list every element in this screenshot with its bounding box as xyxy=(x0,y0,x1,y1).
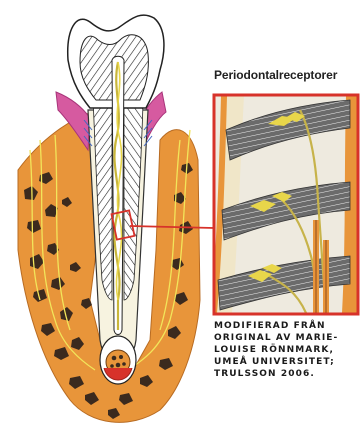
zoom-panel xyxy=(214,95,358,314)
credit-line: ORIGINAL AV MARIE- xyxy=(214,332,360,344)
image-credit: MODIFIERAD FRÅN ORIGINAL AV MARIE- LOUIS… xyxy=(214,320,360,380)
credit-line: LOUISE RÖNNMARK, xyxy=(214,344,360,356)
credit-line: MODIFIERAD FRÅN xyxy=(214,320,360,332)
zoom-connector xyxy=(130,226,214,228)
credit-line: UMEÅ UNIVERSITET; xyxy=(214,356,360,368)
diagram-title: Periodontalreceptorer xyxy=(214,68,337,82)
credit-line: TRULSSON 2006. xyxy=(214,368,360,380)
root-apex xyxy=(100,336,136,384)
